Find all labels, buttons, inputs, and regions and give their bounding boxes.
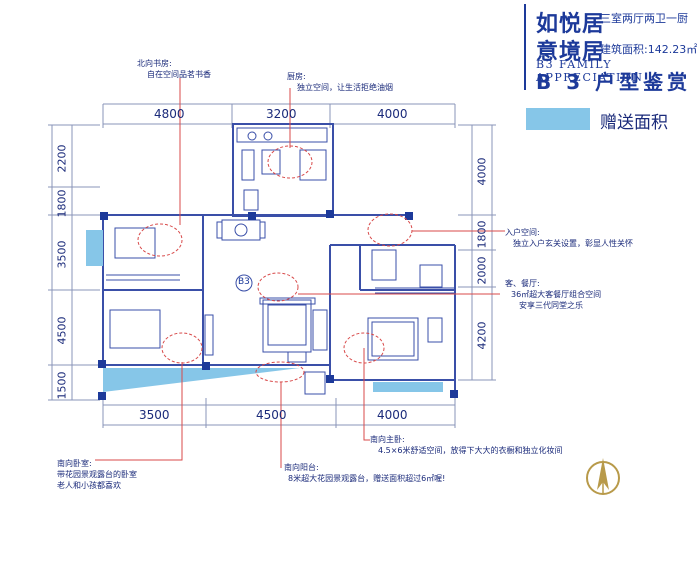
master-desc: 4.5×6米舒适空间，放得下大大的衣橱和独立化妆间 [378, 446, 563, 455]
floor-area: 建筑面积:142.23㎡ [600, 43, 698, 56]
south-bedroom-desc1: 带花园景观露台的卧室 [57, 470, 137, 479]
dim-left-3: 3500 [55, 240, 69, 269]
dim-top-1: 4800 [154, 107, 185, 121]
plan-label: B3 [238, 277, 250, 287]
entry-annotation: 入户空间: 独立入户玄关设置，彰显人性关怀 [505, 227, 633, 249]
unit-type-title: B 3 户型鉴赏 [536, 70, 692, 94]
kitchen-annotation: 厨房: 独立空间，让生活拒绝油烟 [287, 71, 393, 93]
dim-right-1: 4000 [475, 157, 489, 186]
dim-left-5: 1500 [55, 371, 69, 400]
living-desc2: 安享三代同堂之乐 [519, 301, 583, 310]
project-name-line1: 如悦居 [536, 12, 606, 37]
study-title: 北向书房: [137, 59, 172, 68]
south-bedroom-annotation: 南向卧室: 带花园景观露台的卧室 老人和小孩都喜欢 [57, 458, 137, 491]
south-bedroom-desc2: 老人和小孩都喜欢 [57, 481, 121, 490]
dim-right-2: 1800 [475, 220, 489, 249]
project-name-line2: 意境居 [536, 40, 606, 65]
living-desc1: 36㎡超大客餐厅组合空间 [511, 290, 602, 299]
dim-left-4: 4500 [55, 316, 69, 345]
dim-right-4: 4200 [475, 321, 489, 350]
study-annotation: 北向书房: 自在空间品茗书香 [137, 58, 211, 80]
layout-type: 三室两厅两卫一厨 [600, 12, 688, 25]
balcony-annotation: 南向阳台: 8米超大花园景观露台，赠送面积超过6㎡喔! [284, 462, 445, 484]
kitchen-title: 厨房: [287, 72, 306, 81]
gift-area-label: 赠送面积 [600, 113, 668, 133]
dim-bottom-3: 4000 [377, 408, 408, 422]
study-desc: 自在空间品茗书香 [147, 70, 211, 79]
living-annotation: 客、餐厅: 36㎡超大客餐厅组合空间 安享三代同堂之乐 [505, 278, 601, 311]
living-title: 客、餐厅: [505, 279, 540, 288]
south-bedroom-title: 南向卧室: [57, 459, 92, 468]
balcony-title: 南向阳台: [284, 463, 319, 472]
entry-title: 入户空间: [505, 228, 540, 237]
entry-desc: 独立入户玄关设置，彰显人性关怀 [513, 239, 633, 248]
master-annotation: 南向主卧: 4.5×6米舒适空间，放得下大大的衣橱和独立化妆间 [370, 434, 563, 456]
kitchen-desc: 独立空间，让生活拒绝油烟 [297, 83, 393, 92]
dim-top-3: 4000 [377, 107, 408, 121]
dim-bottom-1: 3500 [139, 408, 170, 422]
dim-left-2: 1800 [55, 189, 69, 218]
title-block [524, 4, 698, 90]
gift-area-swatch [526, 108, 590, 130]
dim-bottom-2: 4500 [256, 408, 287, 422]
master-title: 南向主卧: [370, 435, 405, 444]
dim-right-3: 2000 [475, 256, 489, 285]
english-title: B3 FAMILY APPRECIATION [536, 58, 644, 84]
dim-left-1: 2200 [55, 144, 69, 173]
dim-top-2: 3200 [266, 107, 297, 121]
balcony-desc: 8米超大花园景观露台，赠送面积超过6㎡喔! [288, 474, 446, 483]
